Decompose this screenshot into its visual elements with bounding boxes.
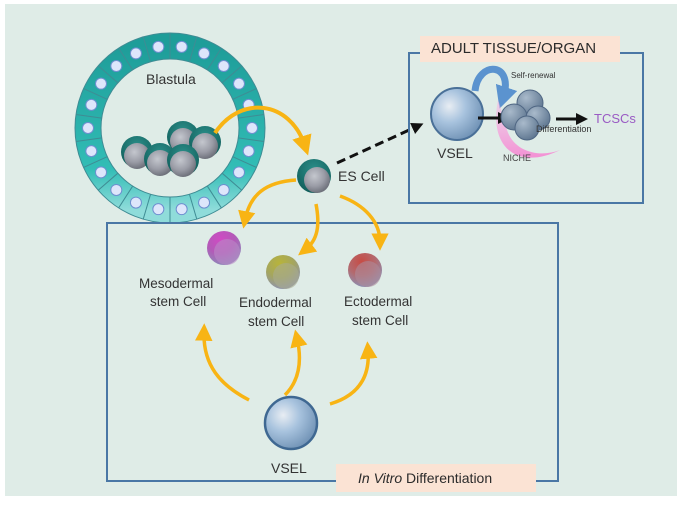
blastula-cell-nucleus: [152, 40, 165, 53]
vsel-to-mesodermal-arrow: [194, 323, 250, 402]
self-renewal-arrow: [471, 65, 518, 109]
blastula-cell-border: [206, 47, 222, 71]
niche-label: NICHE: [503, 153, 532, 163]
mesodermal-label-line1: Mesodermal: [139, 276, 214, 291]
inner-cell-core: [192, 133, 218, 159]
blastula-cell-nucleus: [198, 196, 211, 209]
niche-shape: [496, 100, 560, 158]
blastula-cell-border: [83, 156, 108, 168]
differentiating-cell-cluster-icon: [500, 89, 551, 141]
blastula-cell-border: [83, 88, 108, 100]
inner-cell-core: [124, 143, 150, 169]
endodermal-stem-cell-icon: [266, 255, 300, 289]
mesodermal-stem-cell-icon: [207, 231, 241, 265]
blastula-cell-nucleus: [232, 166, 245, 179]
blastula-cell-nucleus: [82, 122, 94, 134]
blastula-cell-border: [97, 65, 119, 84]
tcscs-label: TCSCs: [594, 111, 636, 126]
blastula-cell-border: [206, 185, 222, 209]
in-vitro-title-rest: Differentiation: [402, 470, 493, 486]
blastula-cell-nucleus: [246, 122, 258, 134]
blastula-cell-border: [238, 113, 265, 119]
ectodermal-label-line2: stem Cell: [352, 313, 409, 328]
in-vitro-vsel-cell-icon: [263, 395, 319, 451]
blastula-cell-nucleus: [95, 77, 108, 90]
self-renewal-label: Self-renewal: [511, 71, 556, 80]
blastula-label: Blastula: [146, 71, 196, 87]
in-vitro-title-italic: In Vitro: [358, 470, 403, 486]
vsel-to-ectodermal-arrow: [329, 341, 378, 406]
blastula-to-es-arrow: [213, 105, 312, 156]
inner-cell-core: [147, 150, 173, 176]
adult-tissue-title-box: [420, 36, 620, 62]
es-cell-icon: [297, 159, 331, 193]
blastula-cell-border: [142, 194, 152, 220]
blastula-cell-border: [188, 36, 198, 62]
blastula-cell-nucleus: [198, 47, 211, 60]
differentiation-label: Differentiation: [536, 124, 592, 134]
blastula-cell-nucleus: [85, 98, 98, 111]
blastula-cell-nucleus: [175, 203, 188, 216]
blastula-cell-border: [118, 47, 134, 71]
adult-tissue-title: ADULT TISSUE/ORGAN: [431, 40, 597, 57]
vsel-to-endodermal-arrow: [283, 329, 308, 397]
ectodermal-label-line1: Ectodermal: [344, 294, 413, 309]
in-vitro-title-box: [336, 464, 536, 492]
inner-cell-mass: [121, 121, 221, 177]
es-to-endodermal-arrow: [298, 203, 320, 256]
adult-vsel-label: VSEL: [437, 145, 473, 161]
blastula-cell-border: [232, 88, 257, 100]
blastula-cell-border: [221, 172, 243, 191]
blastula-cell-border: [118, 185, 134, 209]
blastula-cell-border: [142, 36, 152, 62]
es-to-adult-vsel-dashed-arrow: [336, 123, 424, 165]
blastula-cell-nucleus: [232, 77, 245, 90]
es-to-mesodermal-arrow: [238, 178, 297, 229]
blastula-ring: [74, 32, 266, 224]
blastula-cell-nucleus: [175, 40, 188, 53]
endodermal-label-line2: stem Cell: [248, 314, 305, 329]
es-to-ectodermal-arrow: [339, 194, 389, 251]
blastula-cell-border: [232, 156, 257, 168]
blastula-cell-nucleus: [242, 145, 255, 158]
blastula-cell-nucleus: [152, 203, 165, 216]
blastula-cell-border: [238, 137, 265, 143]
endodermal-label-line1: Endodermal: [239, 295, 312, 310]
blastula-cell-nucleus: [217, 60, 230, 73]
blastula-cell-nucleus: [217, 183, 230, 196]
adult-vsel-cell-icon: [430, 87, 484, 141]
in-vitro-vsel-label: VSEL: [271, 460, 307, 476]
blastula-cell-border: [188, 194, 198, 220]
blastula-cell-border: [221, 65, 243, 84]
blastula-cell-nucleus: [110, 183, 123, 196]
blastula-cell-border: [75, 137, 102, 143]
blastula-cell-nucleus: [85, 145, 98, 158]
blastula-cell-border: [75, 113, 102, 119]
in-vitro-panel-border: [106, 222, 559, 482]
inner-cell-core: [170, 151, 196, 177]
es-cell-label: ES Cell: [338, 168, 385, 184]
blastula-cell-border: [97, 172, 119, 191]
blastula-cell-nucleus: [129, 196, 142, 209]
blastula-cell-nucleus: [110, 60, 123, 73]
blastula-cell-nucleus: [95, 166, 108, 179]
in-vitro-title: In Vitro Differentiation: [358, 471, 492, 486]
blastula-cell-nucleus: [129, 47, 142, 60]
ectodermal-stem-cell-icon: [348, 253, 382, 287]
background-panel: [5, 4, 677, 496]
mesodermal-label-line2: stem Cell: [150, 294, 207, 309]
